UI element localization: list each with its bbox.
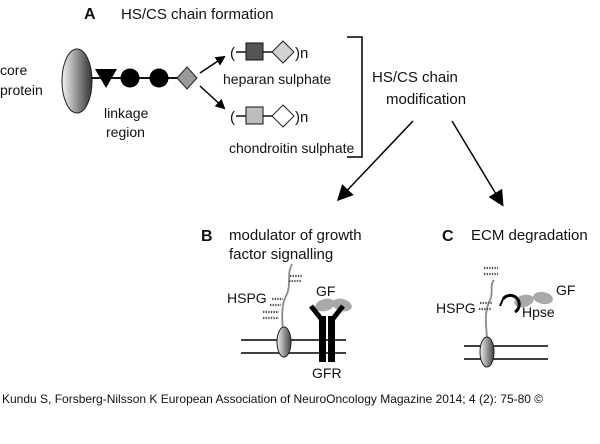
hspg-core-anchor-c [479,336,495,368]
heparanase-enzyme [501,293,521,314]
core-protein-label: protein [0,82,43,98]
panel-b-title: factor signalling [229,246,333,263]
released-fragment-marks [484,266,498,276]
heparanase-enzyme-tip [499,298,504,307]
linkage-circle [149,68,169,88]
linkage-triangle [95,69,117,88]
linkage-region-label: linkage [104,105,149,121]
chondroitin-sulphate-label: chondroitin sulphate [229,140,355,156]
chondroitin-diamond-unit [271,104,295,128]
arrow-to-chondroitin [199,85,226,110]
chondroitin-repeat-open: ( [230,109,235,126]
chondroitin-repeat-close: )n [295,109,308,126]
hspg-sulfation-marks-c [479,301,492,311]
arrow-to-panel-b [336,120,414,202]
core-protein-shape [61,48,93,114]
growth-factor-b [315,298,335,312]
growth-factor-b [332,298,352,312]
hspg-chain-b [281,263,293,333]
gf-label-c: GF [556,282,575,298]
modification-bracket [347,36,363,158]
gfr-label: GFR [312,365,342,381]
linkage-diamond [176,66,198,90]
panel-a-title: HS/CS chain formation [121,6,274,23]
hpse-label: Hpse [522,304,555,320]
modification-label: modification [386,91,466,108]
chondroitin-square-unit [245,106,264,125]
panel-b-letter: B [201,228,213,245]
panel-a-letter: A [84,6,96,23]
hspg-label-c: HSPG [436,300,476,316]
heparan-sulphate-label: heparan sulphate [223,71,331,87]
citation-text: Kundu S, Forsberg-Nilsson K European Ass… [2,392,543,406]
core-protein-label: core [0,62,27,78]
linkage-region-label: region [106,124,145,140]
heparan-repeat-close: )n [295,45,308,62]
growth-factor-c [533,291,553,305]
panel-c-title: ECM degradation [471,227,588,244]
linkage-circle [120,68,140,88]
panel-c-letter: C [442,228,454,245]
hspg-core-anchor-b [276,326,292,358]
growth-factor-receptor [309,304,345,362]
panel-b-title: modulator of growth [229,227,362,244]
gf-label-b: GF [316,283,335,299]
modification-label: HS/CS chain [372,69,458,86]
arrow-to-heparan [199,55,226,74]
arrow-to-panel-c [451,120,504,207]
heparan-repeat-open: ( [230,45,235,62]
heparan-square-unit [245,42,264,61]
hspg-chain-c [484,279,495,339]
hspg-label-b: HSPG [227,290,267,306]
hspg-sulfation-marks-b [263,274,302,320]
heparan-diamond-unit [271,40,295,64]
